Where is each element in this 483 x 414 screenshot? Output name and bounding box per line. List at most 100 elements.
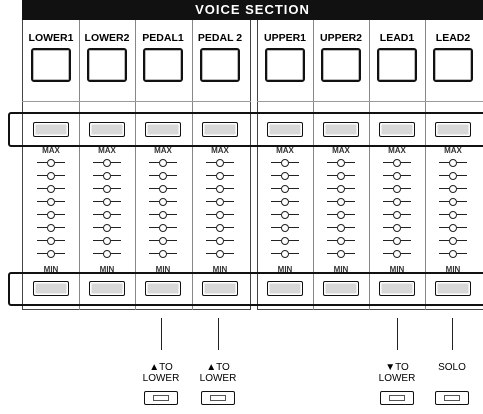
meter-led [268,208,302,221]
meter-led [34,182,68,195]
voice-button-4[interactable] [200,48,240,82]
meter-min-label: MIN [389,265,405,274]
voice-section-header: VOICE SECTION [22,0,483,20]
meter-led [380,208,414,221]
solo-button[interactable] [435,391,469,405]
meter-led [146,247,180,260]
meter-led [268,156,302,169]
shelf-divider [257,101,483,102]
meter-led [34,195,68,208]
meter-led [34,156,68,169]
voice-button-2[interactable] [87,48,127,82]
meter-led [436,247,470,260]
voice-button-6[interactable] [321,48,361,82]
voice-label-7: LEAD1 [379,32,415,44]
meter-led [90,221,124,234]
row2-button-6[interactable] [323,281,359,296]
meter-led [436,195,470,208]
connector-line [218,318,219,350]
meter-led [34,221,68,234]
meter-led [203,234,237,247]
meter-min-label: MIN [277,265,293,274]
meter-led [436,208,470,221]
meter-led [436,182,470,195]
row1-button-1[interactable] [33,122,69,137]
meter-led [324,156,358,169]
voice-button-1[interactable] [31,48,71,82]
meter-led [268,247,302,260]
voice-button-3[interactable] [143,48,183,82]
voice-button-8[interactable] [433,48,473,82]
meter-led [324,247,358,260]
meter-max-label: MAX [98,146,116,155]
row1-button-8[interactable] [435,122,471,137]
row1-button-5[interactable] [267,122,303,137]
solo-label: SOLO [438,362,466,373]
meter-min-label: MIN [333,265,349,274]
row1-button-4[interactable] [202,122,238,137]
row2-button-5[interactable] [267,281,303,296]
voice-button-5[interactable] [265,48,305,82]
to-lower-button-1[interactable] [144,391,178,405]
meter-max-label: MAX [444,146,462,155]
row2-button-2[interactable] [89,281,125,296]
connector-line [452,318,453,350]
row2-button-8[interactable] [435,281,471,296]
meter-led [436,221,470,234]
meter-led [34,169,68,182]
meter-led [380,221,414,234]
to-lower-button-3[interactable] [380,391,414,405]
column-divider [313,20,314,310]
row2-button-3[interactable] [145,281,181,296]
meter-led [203,208,237,221]
row2-button-1[interactable] [33,281,69,296]
to-lower-button-2[interactable] [201,391,235,405]
meter-led [268,169,302,182]
meter-led [90,247,124,260]
meter-max-label: MAX [154,146,172,155]
voice-label-8: LEAD2 [435,32,471,44]
meter-led [90,169,124,182]
column-divider [135,20,136,310]
meter-led [34,234,68,247]
meter-led [146,221,180,234]
meter-led [203,221,237,234]
connector-line [161,318,162,350]
meter-led [380,156,414,169]
meter-led [90,156,124,169]
row1-button-2[interactable] [89,122,125,137]
meter-led [146,195,180,208]
meter-led [34,247,68,260]
meter-led [203,156,237,169]
meter-led [380,169,414,182]
meter-min-label: MIN [99,265,115,274]
meter-led [324,195,358,208]
meter-max-label: MAX [211,146,229,155]
meter-led [203,247,237,260]
meter-led [146,208,180,221]
meter-led [90,195,124,208]
row1-button-6[interactable] [323,122,359,137]
voice-button-7[interactable] [377,48,417,82]
row1-button-7[interactable] [379,122,415,137]
meter-led [380,182,414,195]
row2-button-7[interactable] [379,281,415,296]
meter-led [268,195,302,208]
meter-led [146,234,180,247]
meter-led [436,156,470,169]
column-divider [79,20,80,310]
meter-led [146,182,180,195]
meter-led [90,182,124,195]
row2-frame [8,272,483,306]
voice-label-3: PEDAL1 [142,32,184,44]
row1-button-3[interactable] [145,122,181,137]
meter-led [324,182,358,195]
meter-max-label: MAX [42,146,60,155]
meter-led [380,195,414,208]
meter-min-label: MIN [155,265,171,274]
row2-button-4[interactable] [202,281,238,296]
column-divider [369,20,370,310]
shelf-divider [22,101,251,102]
